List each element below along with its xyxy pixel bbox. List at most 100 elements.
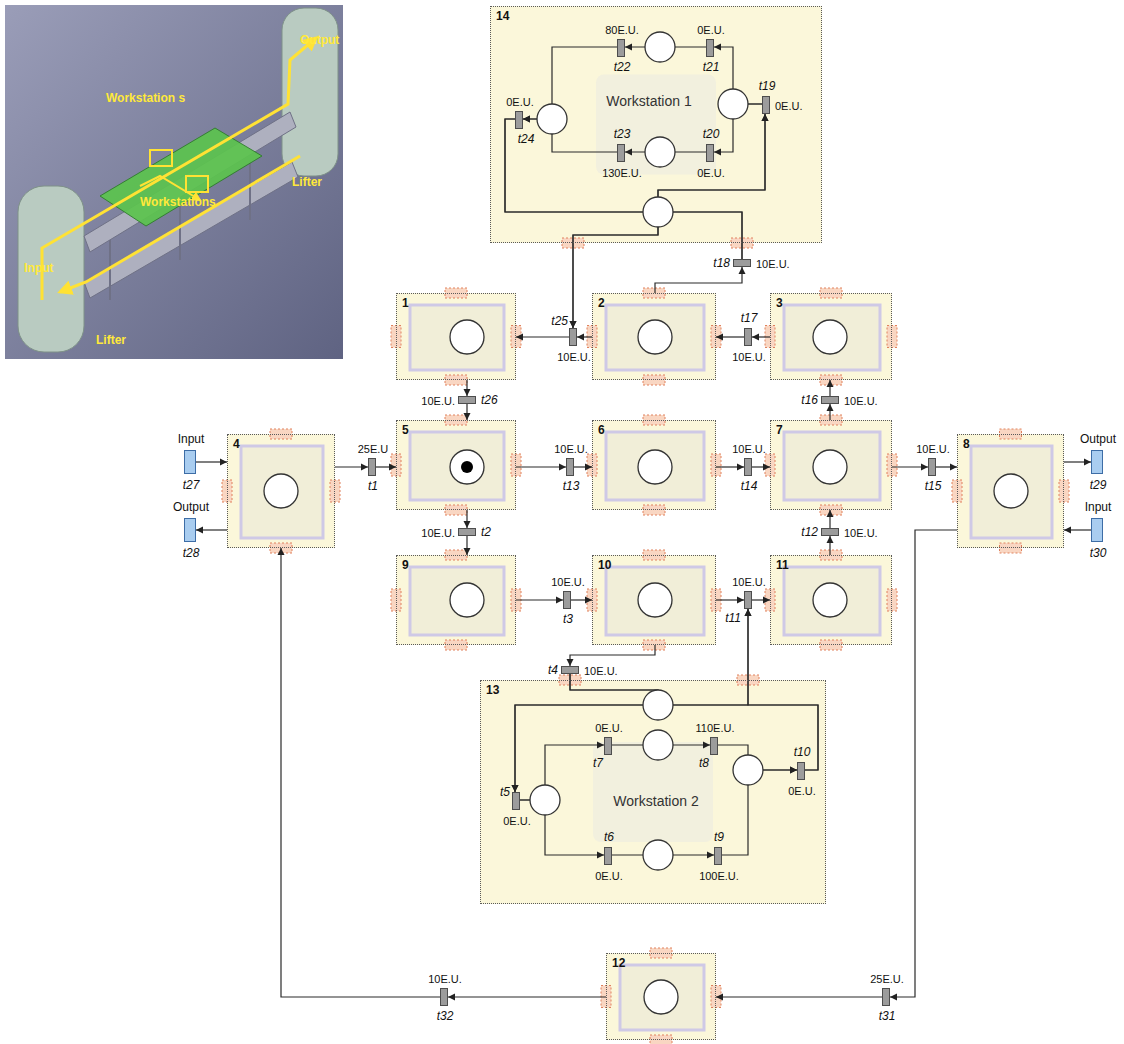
cost-label: 10E.U. [554,443,588,456]
cost-label: 10E.U. [844,395,878,408]
arc-connector [516,466,566,467]
transition-bar: 0E.U.t21 [706,39,714,57]
arc-connector [577,336,592,337]
petri-place [638,583,672,617]
arc-connector [523,119,617,152]
transition-bar: 80E.U.t22 [617,39,625,57]
module-ground [480,680,826,904]
conveyor-image [606,432,704,500]
petri-place [638,320,672,354]
io-label: Input [1085,501,1112,515]
module-ground [957,434,1064,548]
transition-bar: 0E.U.t7 [604,737,612,755]
arc-connector [466,380,467,396]
conveyor-leg [249,160,251,220]
transition-bar: 10E.U.t2 [458,528,476,536]
cost-label: 100E.U. [699,870,739,883]
conveyor-image [606,305,704,370]
transition-name: t16 [801,394,818,408]
petri-place [813,450,847,484]
cost-label: 110E.U. [696,722,735,735]
flow-arrow [60,156,300,292]
module-box: 6 [592,420,716,510]
conveyor-image [410,567,504,635]
cost-label: 130E.U. [602,167,642,180]
module-port [643,505,665,515]
cost-label: 0E.U. [788,785,816,798]
module-port [643,640,665,650]
transition-name: t20 [703,128,720,142]
transition-name: t18 [713,257,730,271]
module-port [820,640,842,650]
module-ground [396,420,516,510]
render-background [5,5,343,359]
illustration-label: Workstation s [106,92,186,106]
module-ground [592,555,716,645]
module-port [887,589,897,611]
cost-label: 0E.U. [595,722,623,735]
transition-bar: t50E.U. [512,792,520,810]
petri-place [813,583,847,617]
petri-place [450,583,484,617]
transition-bar: t410E.U. [561,666,579,674]
cost-label: 10E.U. [732,443,766,456]
arc-connector [523,47,617,119]
transition-bar: t60E.U. [604,847,612,865]
workstation-name: Workstation 2 [613,793,698,809]
petri-place [530,785,560,815]
transition-bar: t100E.U. [797,762,805,780]
transition-name: t14 [741,480,758,494]
io-transition: Inputt27 [184,450,196,474]
workstation-mark [150,150,172,166]
transition-bar: t1610E.U. [821,396,839,404]
cost-label: 10E.U. [584,665,618,678]
module-port [330,480,340,502]
transition-bar: t1710E.U. [744,328,752,346]
arc-connector [748,609,818,770]
petri-place [643,840,673,870]
transition-name: t32 [437,1010,454,1024]
transition-bar: 10E.U.t15 [928,458,936,476]
module-number: 3 [776,297,783,311]
module-box: 4 [227,434,335,548]
transition-name: t2 [481,526,491,540]
conveyor-image [784,567,880,635]
arc-connector [829,536,830,555]
transition-name: t4 [548,664,558,678]
module-box: 7 [770,420,892,510]
petri-place [643,197,673,227]
module-ground [396,293,516,380]
module-number: 11 [776,559,789,573]
arc-connector [829,510,830,528]
transition-name: t30 [1090,547,1107,561]
module-port [511,454,521,476]
module-ground [592,420,716,510]
transition-bar: 10E.U.t32 [440,988,448,1006]
module-number: 6 [598,424,605,438]
conveyor-image [241,446,323,538]
arc-connector [516,599,563,600]
arc-connector [196,461,227,462]
transition-bar: 110E.U.t8 [710,737,718,755]
cost-label: 10E.U. [428,973,462,986]
conveyor-image [971,446,1052,538]
arc-connector [466,536,467,555]
module-number: 10 [598,559,611,573]
module-port [887,454,897,476]
transition-bar: t1810E.U. [733,259,751,267]
module-ground [490,6,822,243]
arc-connector [752,599,770,600]
arc-connector [890,530,957,997]
workstation-frame [100,128,262,226]
transition-bar: 0E.U.t24 [515,111,523,129]
module-box: 8 [957,434,1064,548]
cost-label: 80E.U. [605,24,639,37]
petri-place [994,474,1028,508]
cost-label: 10E.U. [732,576,766,589]
transition-bar: 10E.U.t11 [744,591,752,609]
arc-connector [516,336,569,337]
arc-connector [716,466,744,467]
transition-bar: 10E.U.t26 [458,396,476,404]
petri-place [645,137,675,167]
